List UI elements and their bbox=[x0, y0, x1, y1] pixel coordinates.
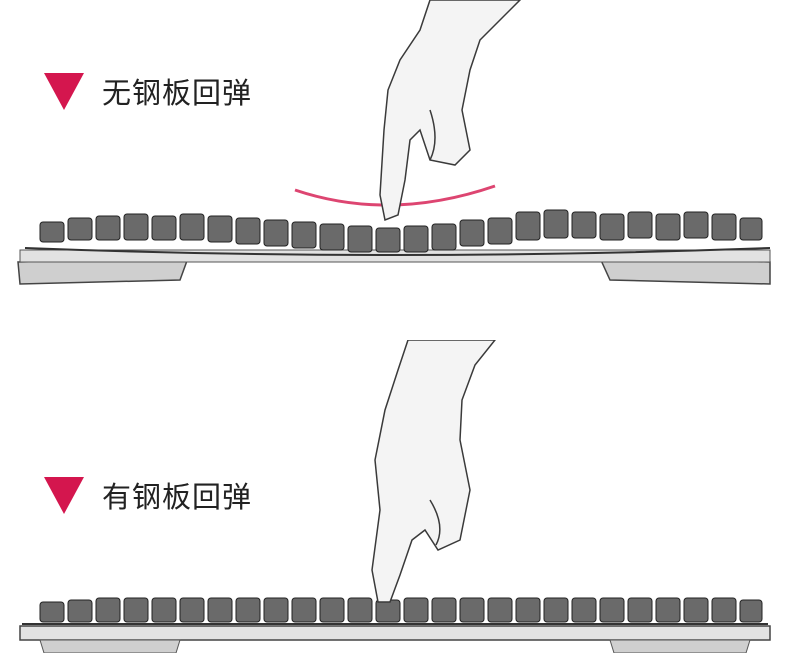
keyboard-case bbox=[19, 625, 771, 641]
keycaps bbox=[39, 209, 763, 253]
hand-sketch bbox=[379, 0, 522, 222]
triangle-marker-icon bbox=[44, 72, 84, 110]
no-plate-section: 无钢板回弹 bbox=[0, 0, 790, 300]
with-plate-heading: 有钢板回弹 bbox=[44, 474, 252, 516]
keycaps bbox=[39, 597, 763, 623]
hand-sketch bbox=[371, 340, 496, 603]
with-plate-label: 有钢板回弹 bbox=[102, 480, 253, 514]
with-plate-section: 有钢板回弹 bbox=[0, 340, 790, 653]
no-plate-heading: 无钢板回弹 bbox=[44, 70, 252, 112]
keyboard-bending-illustration bbox=[17, 0, 771, 285]
triangle-marker-icon bbox=[44, 476, 84, 514]
keyboard-flat-illustration bbox=[19, 340, 771, 653]
no-plate-label: 无钢板回弹 bbox=[102, 76, 253, 110]
plate-line bbox=[24, 247, 771, 256]
